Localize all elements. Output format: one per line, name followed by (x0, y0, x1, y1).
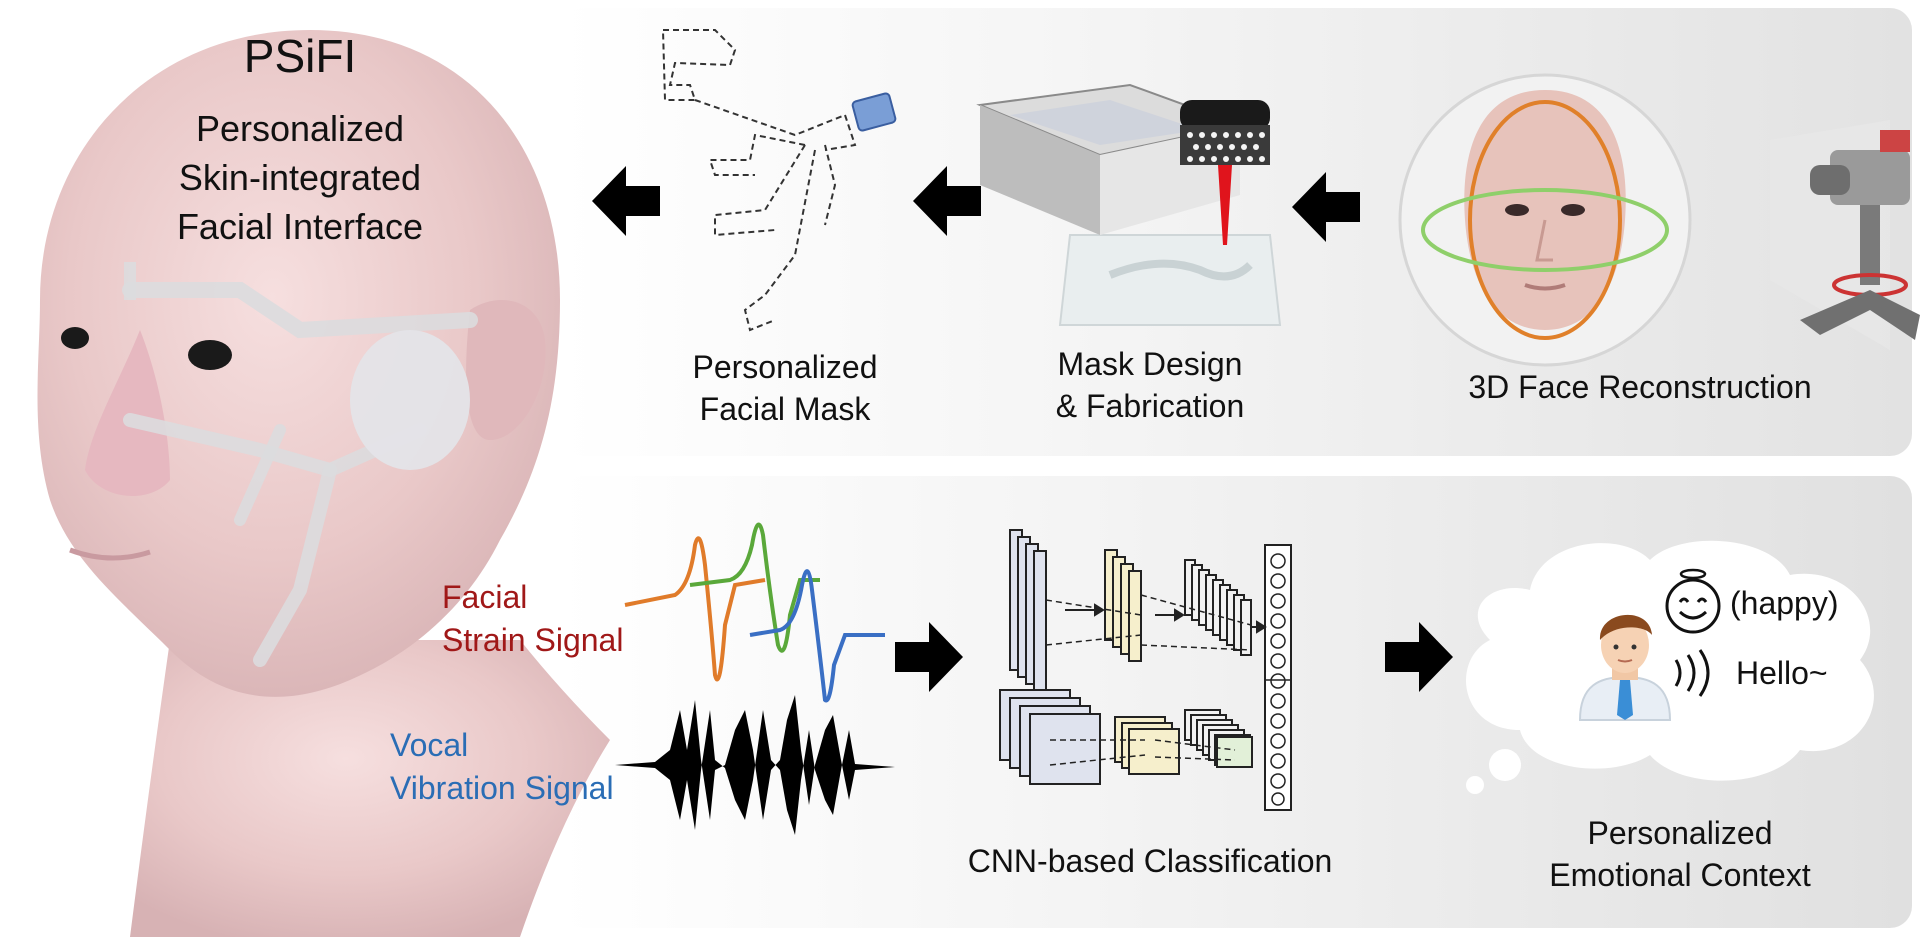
strain-signal-waves (624, 522, 885, 703)
label-vocal-vibration-signal: Vocal Vibration Signal (390, 724, 614, 810)
label-facial-strain-signal: Facial Strain Signal (442, 576, 623, 662)
label-line: & Fabrication (1055, 388, 1245, 424)
face-reconstruction-sphere (1398, 73, 1692, 367)
sound-wave-icon (1674, 649, 1710, 697)
label-line: Personalized (1587, 815, 1773, 851)
flow-arrow-left-2 (913, 166, 981, 236)
flow-arrow-left-1 (1292, 172, 1360, 242)
label-line: Mask Design (1057, 346, 1243, 382)
personalized-mask-outline (661, 29, 897, 332)
orbit-ring-horizontal (1421, 188, 1669, 272)
label-personalized-facial-mask: Personalized Facial Mask (650, 346, 920, 430)
head-with-mask-illustration (37, 30, 610, 937)
page-title: PSiFI (243, 30, 357, 82)
emotion-label: (happy) (1730, 585, 1839, 621)
flow-arrow-right-2 (1385, 622, 1453, 692)
label-cnn-classification: CNN-based Classification (967, 843, 1333, 879)
label-3d-face-reconstruction: 3D Face Reconstruction (1468, 369, 1812, 405)
label-line: Facial Mask (699, 391, 871, 427)
person-avatar (1578, 614, 1672, 721)
vocal-signal-waveform (615, 695, 895, 835)
flow-arrow-left-3 (592, 166, 660, 236)
orbit-ring-vertical (1468, 100, 1622, 340)
label-line: Facial (442, 579, 528, 615)
label-line: Strain Signal (442, 622, 624, 658)
mask-fabrication-printer (976, 83, 1282, 326)
cnn-architecture-diagram (999, 529, 1292, 811)
speech-label: Hello~ (1736, 655, 1828, 691)
label-line: Vocal (390, 727, 469, 763)
label-line: Emotional Context (1549, 857, 1811, 893)
camera-rig-illustration (1770, 120, 1920, 350)
smiley-icon (1665, 568, 1721, 634)
label-mask-design-fabrication: Mask Design & Fabrication (1000, 343, 1300, 427)
subtitle-line: Skin-integrated (178, 157, 422, 198)
label-line: Vibration Signal (390, 770, 614, 806)
thought-bubble (1466, 540, 1874, 794)
subtitle: Personalized Skin-integrated Facial Inte… (130, 104, 470, 251)
label-personalized-emotional-context: Personalized Emotional Context (1520, 812, 1840, 896)
flow-arrow-right-1 (895, 622, 963, 692)
label-line: Personalized (692, 349, 878, 385)
subtitle-line: Facial Interface (176, 206, 424, 247)
subtitle-line: Personalized (195, 108, 405, 149)
